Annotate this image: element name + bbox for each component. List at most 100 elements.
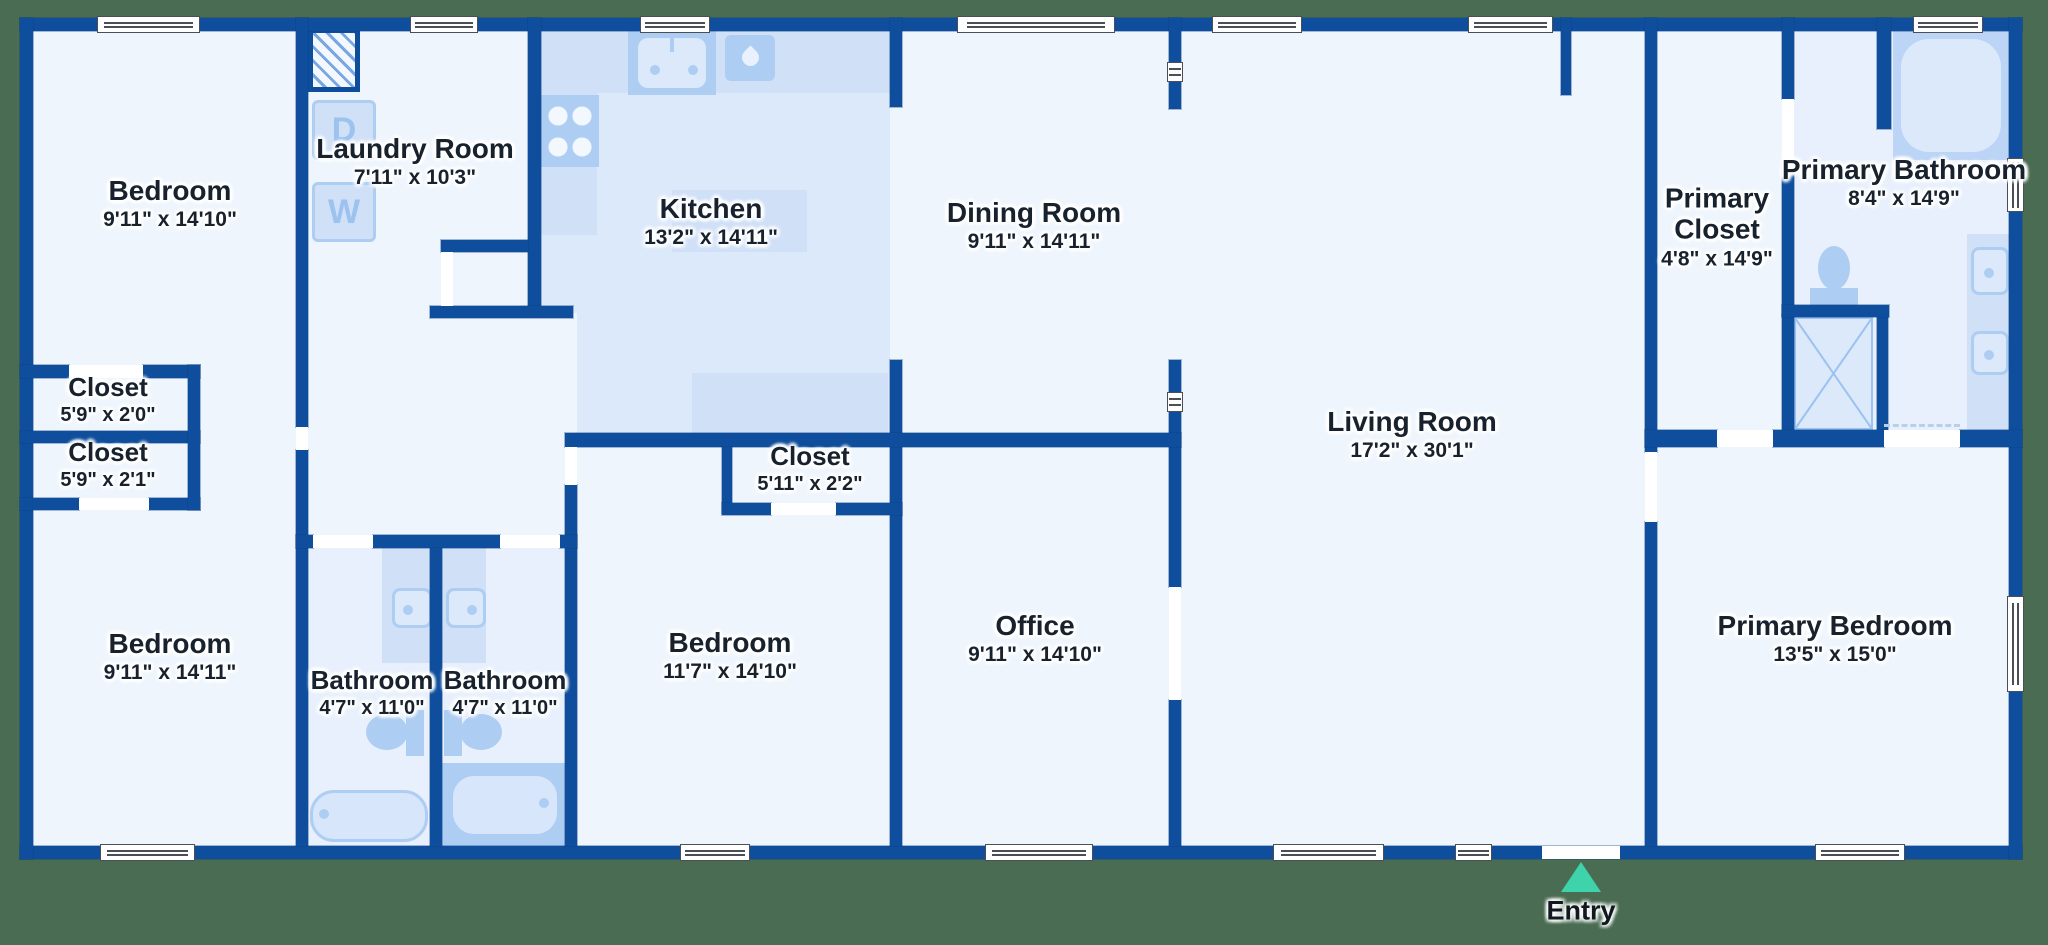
wall: [1645, 18, 1657, 452]
window: [410, 16, 478, 33]
door-opening: [1717, 430, 1773, 447]
room-label-office: Office 9'11" x 14'10": [968, 610, 1102, 667]
wall: [1877, 310, 1888, 430]
room-label-bedroom-middle: Bedroom 11'7" x 14'10": [663, 627, 797, 684]
wall: [1773, 430, 1884, 447]
wall: [722, 447, 732, 513]
dryer-label: D: [331, 110, 357, 149]
wall: [560, 535, 577, 548]
door-opening: [1884, 430, 1960, 447]
door-opening: [500, 535, 560, 548]
door-opening: [1645, 452, 1657, 522]
wall: [890, 360, 902, 846]
wall: [20, 431, 200, 443]
wall: [430, 306, 573, 318]
toilet-icon: [1818, 246, 1850, 290]
toilet-icon: [1810, 288, 1858, 306]
window: [1815, 844, 1905, 861]
vanity-sink-icon: [446, 588, 486, 628]
wall: [296, 18, 308, 427]
kitchen-peninsula: [692, 373, 888, 433]
room-label-closet-middle: Closet 5'11" x 2'2": [757, 440, 863, 496]
wall: [1782, 18, 1794, 99]
toilet-icon: [366, 714, 408, 750]
door-opening: [441, 252, 453, 306]
kitchen-sink-icon: [628, 31, 716, 95]
faucet-dot: [467, 605, 477, 615]
wall: [20, 365, 69, 378]
wall: [1782, 305, 1889, 317]
washer-icon: W: [312, 182, 376, 242]
window: [1273, 844, 1384, 861]
wall: [441, 240, 528, 252]
linen-cabinet-icon: [1794, 317, 1873, 430]
window: [1212, 16, 1302, 33]
room-label-closet-lower: Closet 5'9" x 2'1": [60, 436, 156, 492]
dishwasher-icon: [725, 35, 775, 81]
cased-opening-jamb: [1167, 392, 1183, 412]
room-label-kitchen: Kitchen 13'2" x 14'11": [644, 193, 778, 250]
wall: [565, 433, 1181, 447]
bathtub-surround: [440, 763, 567, 846]
room-label-primary-bedroom: Primary Bedroom 13'5" x 15'0": [1717, 610, 1953, 667]
wall: [565, 485, 577, 846]
room-label-bathroom-right: Bathroom 4'7" x 11'0": [443, 664, 567, 720]
room-label-closet-upper: Closet 5'9" x 2'0": [60, 371, 156, 427]
wall: [1645, 522, 1657, 846]
wall: [890, 18, 902, 107]
window: [985, 844, 1093, 861]
faucet-dot: [1984, 268, 1994, 278]
stove-icon: [541, 95, 599, 167]
door-opening: [1169, 587, 1181, 700]
door-opening: [296, 427, 308, 450]
sink-divider: [670, 38, 674, 52]
entry-arrow-icon: [1561, 862, 1601, 892]
entry-door-opening: [1542, 846, 1620, 859]
tub-faucet-dot: [319, 809, 329, 819]
window: [1455, 844, 1492, 861]
window: [640, 16, 710, 33]
bathtub-icon: [450, 773, 560, 837]
room-label-laundry: Laundry Room 7'11" x 10'3": [316, 133, 514, 190]
wall: [143, 365, 200, 378]
window: [97, 16, 200, 33]
door-opening: [1782, 99, 1794, 164]
wall: [1960, 430, 2022, 447]
window: [1468, 16, 1553, 33]
wall: [149, 498, 200, 510]
toilet-icon: [444, 710, 462, 756]
door-opening: [565, 447, 577, 485]
room-label-bedroom-bottom-left: Bedroom 9'11" x 14'11": [103, 628, 237, 685]
wall: [430, 548, 442, 846]
faucet-dot: [650, 65, 660, 75]
vanity-sink-icon: [392, 588, 432, 628]
faucet-dot: [1984, 350, 1994, 360]
faucet-dot: [688, 65, 698, 75]
kitchen-island: [672, 190, 807, 252]
vanity-sink-icon: [1971, 331, 2009, 375]
wall: [1782, 315, 1794, 430]
wall: [296, 535, 313, 548]
wall: [20, 498, 79, 510]
wall: [836, 503, 902, 515]
window: [100, 844, 195, 861]
wall: [1561, 18, 1571, 95]
room-label-dining: Dining Room 9'11" x 14'11": [946, 197, 1122, 254]
toilet-icon: [460, 714, 502, 750]
wall: [1169, 360, 1181, 587]
wall: [528, 18, 541, 313]
wall: [373, 535, 500, 548]
door-opening: [313, 535, 373, 548]
water-drop-icon: [738, 45, 763, 70]
door-swing-line: [1884, 424, 1960, 427]
room-label-bedroom-top-left: Bedroom 9'11" x 14'10": [103, 175, 237, 232]
wall: [722, 503, 771, 515]
door-opening: [79, 498, 149, 510]
room-label-living: Living Room 17'2" x 30'1": [1327, 406, 1497, 463]
room-label-primary-closet: Primary Closet 4'8" x 14'9": [1661, 182, 1773, 271]
room-label-primary-bathroom: Primary Bathroom 8'4" x 14'9": [1781, 154, 2027, 211]
shower-icon: [1901, 39, 2001, 152]
bathtub-icon: [310, 790, 428, 842]
window: [680, 844, 750, 861]
tub-faucet-dot: [539, 798, 549, 808]
